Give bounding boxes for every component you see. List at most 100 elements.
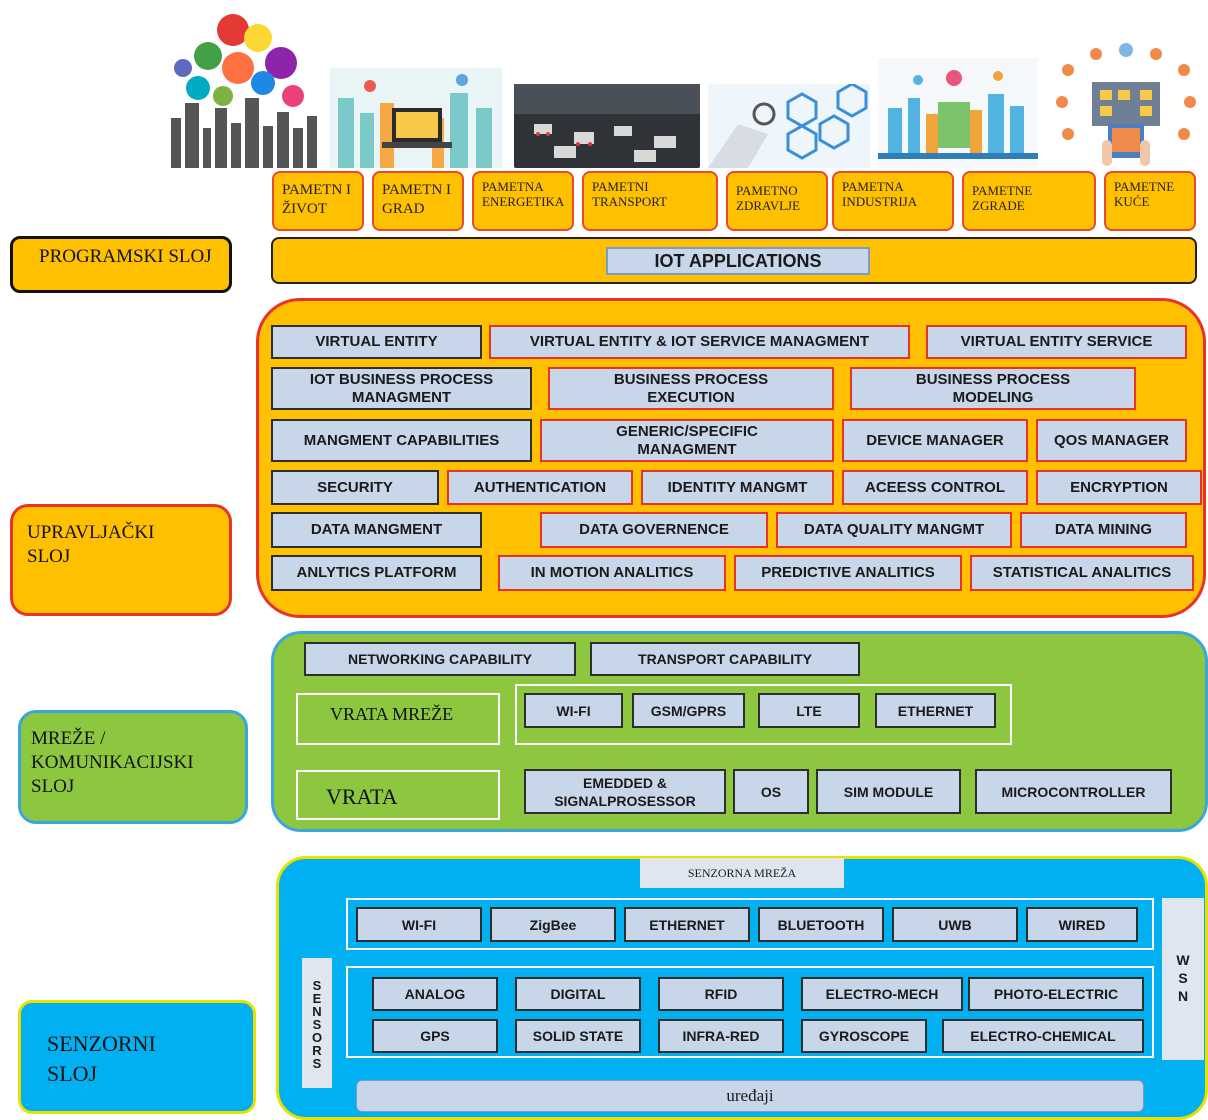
management-capabilities-box: MANGMENT CAPABILITIES (271, 419, 532, 462)
network-ethernet-box: ETHERNET (875, 693, 996, 728)
virtual-entity-service-management-box: VIRTUAL ENTITY & IOT SERVICE MANAGMENT (489, 325, 910, 359)
encryption-box: ENCRYPTION (1036, 470, 1202, 505)
app-card-smart-industry: PAMETNA INDUSTRIJA (832, 171, 954, 231)
box-label: AUTHENTICATION (473, 478, 607, 496)
app-card-label: PAMETN I ŽIVOT (282, 182, 352, 217)
network-layer-label-text: MREŽE / KOMUNIKACIJSKI SLOJ (31, 728, 194, 797)
box-label: QOS MANAGER (1053, 431, 1169, 449)
box-label: ETHERNET (897, 702, 974, 719)
analytics-platform-box: ANLYTICS PLATFORM (271, 555, 482, 591)
business-process-execution-box: BUSINESS PROCESS EXECUTION (548, 367, 834, 410)
box-label: ACEESS CONTROL (864, 478, 1005, 496)
application-layer-label: PROGRAMSKI SLOJ (10, 236, 232, 293)
box-label: OS (760, 783, 782, 800)
sensor-wifi-box: WI-FI (356, 907, 482, 942)
networking-capability-box: NETWORKING CAPABILITY (304, 642, 576, 676)
app-card-smart-city: PAMETN I GRAD (372, 171, 464, 231)
sensor-zigbee-box: ZigBee (490, 907, 616, 942)
box-label: SECURITY (317, 478, 393, 496)
generic-specific-management-box: GENERIC/SPECIFIC MANAGMENT (540, 419, 834, 462)
box-label: GSM/GPRS (650, 702, 727, 719)
devices-bar: uređaji (356, 1080, 1144, 1112)
business-process-modeling-box: BUSINESS PROCESS MODELING (850, 367, 1136, 410)
box-label: WI-FI (401, 916, 437, 933)
box-label: ANALOG (404, 986, 466, 1002)
box-label: DEVICE MANAGER (866, 431, 1004, 449)
sensors-vertical-label: SENSORS (302, 958, 332, 1088)
box-label: IDENTITY MANGMT (667, 478, 808, 496)
sensor-digital-box: DIGITAL (515, 977, 641, 1011)
sensor-solid-state-box: SOLID STATE (515, 1019, 641, 1053)
app-card-label: PAMETNO ZDRAVLJE (736, 183, 801, 213)
qos-manager-box: QOS MANAGER (1036, 419, 1187, 462)
box-label: ELECTRO-CHEMICAL (970, 1028, 1116, 1044)
box-label: BLUETOOTH (777, 916, 865, 933)
sensor-ethernet-box: ETHERNET (624, 907, 750, 942)
statistical-analytics-box: STATISTICAL ANALITICS (970, 555, 1194, 591)
identity-management-box: IDENTITY MANGMT (641, 470, 834, 505)
gateway-label: VRATA (326, 784, 398, 809)
sensor-infra-red-box: INFRA-RED (658, 1019, 784, 1053)
iot-applications-text: IOT APPLICATIONS (654, 251, 822, 271)
app-card-label: PAMETNA ENERGETIKA (482, 179, 565, 209)
box-label: PHOTO-ELECTRIC (993, 986, 1119, 1002)
box-label: INFRA-RED (682, 1028, 760, 1044)
data-quality-management-box: DATA QUALITY MANGMT (776, 512, 1012, 548)
sensor-layer-label-text: SENZORNI SLOJ (47, 1031, 156, 1086)
security-box: SECURITY (271, 470, 439, 505)
box-label: BUSINESS PROCESS MODELING (915, 370, 1071, 406)
predictive-analytics-box: PREDICTIVE ANALITICS (734, 555, 962, 591)
box-label: VIRTUAL ENTITY SERVICE (960, 333, 1153, 350)
app-card-label: PAMETN I GRAD (382, 182, 452, 217)
box-label: ETHERNET (649, 916, 725, 933)
box-label: DATA GOVERNENCE (579, 521, 729, 538)
transport-capability-box: TRANSPORT CAPABILITY (590, 642, 860, 676)
data-management-box: DATA MANGMENT (271, 512, 482, 548)
app-card-label: PAMETNA INDUSTRIJA (842, 179, 918, 209)
authentication-box: AUTHENTICATION (447, 470, 633, 505)
device-manager-box: DEVICE MANAGER (842, 419, 1028, 462)
box-label: DATA MANGMENT (310, 521, 443, 538)
box-label: IOT BUSINESS PROCESS MANAGMENT (309, 370, 494, 406)
virtual-entity-box: VIRTUAL ENTITY (271, 325, 482, 359)
smart-transport-image (514, 84, 700, 168)
iot-applications-title: IOT APPLICATIONS (606, 247, 870, 275)
box-label: ZigBee (529, 916, 577, 933)
smart-industry-image (878, 58, 1038, 168)
gateway-network-label: VRATA MREŽE (330, 704, 454, 724)
box-label: SIM MODULE (843, 783, 934, 800)
smart-city-image (330, 68, 502, 168)
sensor-gyroscope-box: GYROSCOPE (801, 1019, 927, 1053)
box-label: IN MOTION ANALITICS (530, 564, 694, 581)
sensor-electro-mech-box: ELECTRO-MECH (801, 977, 963, 1011)
app-card-smart-transport: PAMETNI TRANSPORT (582, 171, 718, 231)
sim-module-box: SIM MODULE (816, 769, 961, 814)
sensor-rfid-box: RFID (658, 977, 784, 1011)
data-governance-box: DATA GOVERNENCE (540, 512, 768, 548)
app-card-smart-homes: PAMETNE KUĆE (1104, 171, 1196, 231)
microcontroller-box: MICROCONTROLLER (975, 769, 1172, 814)
box-label: ELECTRO-MECH (825, 986, 939, 1002)
iot-business-process-management-box: IOT BUSINESS PROCESS MANAGMENT (271, 367, 532, 410)
smart-health-image (708, 82, 870, 168)
box-label: WIRED (1058, 916, 1106, 933)
network-protocols-frame (515, 684, 1012, 745)
smart-life-image (163, 8, 321, 168)
network-wifi-box: WI-FI (524, 693, 623, 728)
management-layer-label: UPRAVLJAČKI SLOJ (10, 504, 232, 616)
in-motion-analytics-box: IN MOTION ANALITICS (498, 555, 726, 591)
application-layer-label-text: PROGRAMSKI SLOJ (39, 246, 212, 267)
devices-label: uređaji (726, 1086, 774, 1105)
box-label: EMEDDED & SIGNALPROSESSOR (554, 774, 696, 809)
box-label: VIRTUAL ENTITY (315, 333, 438, 350)
app-card-label: PAMETNE ZGRADE (972, 183, 1033, 213)
box-label: STATISTICAL ANALITICS (992, 564, 1172, 581)
wsn-vertical-label: WSN (1162, 898, 1204, 1060)
box-label: ANLYTICS PLATFORM (296, 564, 457, 581)
sensor-bluetooth-box: BLUETOOTH (758, 907, 884, 942)
embedded-signal-processor-box: EMEDDED & SIGNALPROSESSOR (524, 769, 726, 814)
box-label: GYROSCOPE (818, 1028, 910, 1044)
sensor-uwb-box: UWB (892, 907, 1018, 942)
app-card-label: PAMETNI TRANSPORT (592, 179, 668, 209)
app-card-smart-buildings: PAMETNE ZGRADE (962, 171, 1096, 231)
